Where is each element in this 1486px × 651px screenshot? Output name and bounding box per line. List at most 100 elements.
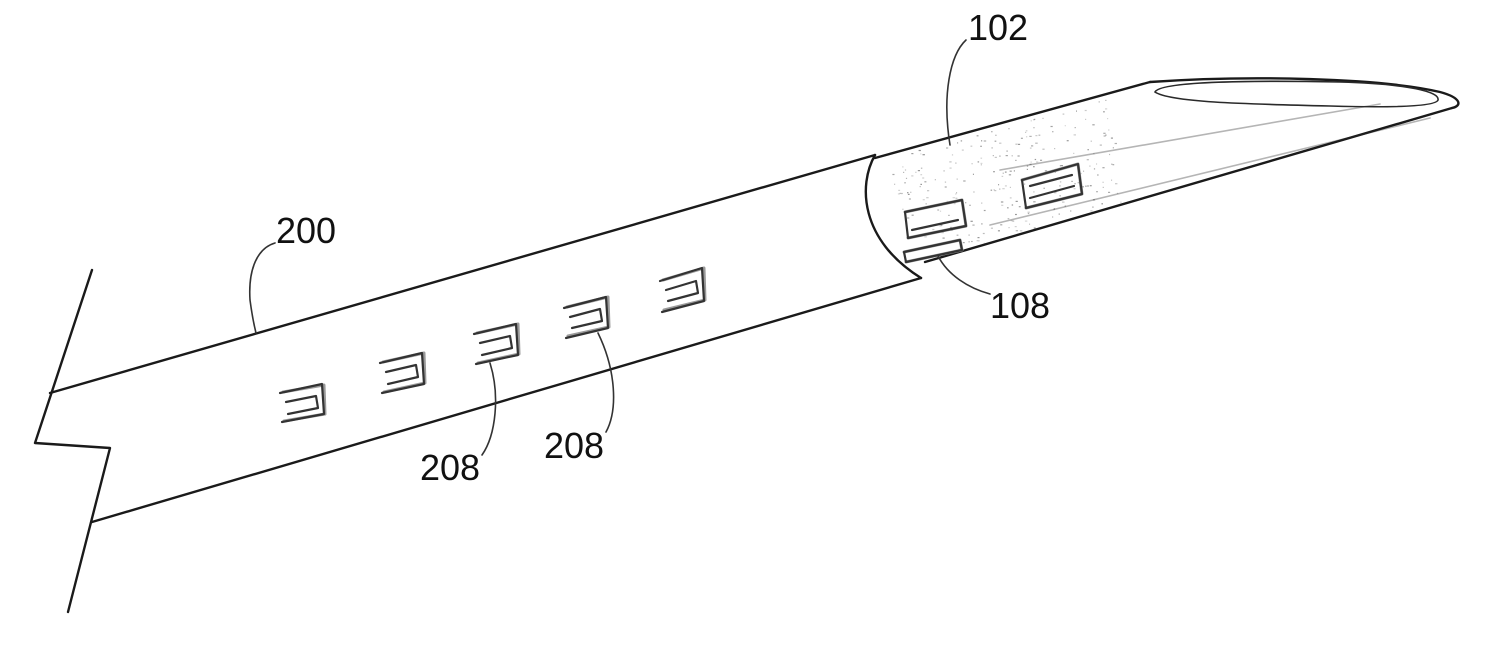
stipple-dot	[1007, 207, 1009, 208]
stipple-dot	[940, 211, 941, 212]
stipple-dot	[953, 197, 956, 198]
stipple-dot	[946, 147, 948, 148]
stipple-dot	[902, 166, 903, 167]
stipple-dot	[1018, 155, 1020, 156]
stipple-dot	[1074, 188, 1076, 189]
stipple-dot	[1092, 124, 1094, 125]
stipple-dot	[1008, 227, 1009, 228]
stipple-dot	[980, 146, 982, 147]
stipple-dot	[1107, 118, 1108, 119]
stipple-dot	[924, 181, 926, 182]
stipple-dot	[920, 174, 922, 175]
stipple-dot	[991, 190, 993, 191]
stipple-dot	[909, 198, 911, 199]
outer-sheath	[35, 155, 921, 612]
stipple-dot	[981, 164, 982, 165]
leader-208-a	[482, 363, 496, 455]
stipple-dot	[1103, 111, 1105, 112]
stipple-dot	[892, 174, 894, 175]
stipple-dot	[1039, 135, 1041, 136]
stipple-dot	[1033, 191, 1035, 192]
stipple-dot	[922, 177, 924, 178]
stipple-dot	[1105, 100, 1106, 101]
stipple-dot	[973, 191, 974, 192]
sheath-slot-1	[280, 384, 325, 422]
stipple-dot	[1014, 170, 1015, 171]
stipple-dot	[1070, 210, 1071, 211]
stipple-dot	[1076, 111, 1077, 112]
stipple-dot	[1103, 133, 1105, 134]
stipple-dot	[915, 172, 917, 173]
stipple-dot	[1111, 138, 1113, 139]
stipple-dot	[1002, 188, 1004, 189]
stipple-dot	[991, 147, 993, 148]
break-line	[35, 270, 110, 612]
stipple-dot	[1035, 143, 1038, 144]
stipple-dot	[1042, 149, 1044, 150]
stipple-dot	[998, 230, 1000, 231]
inner-tube	[875, 78, 1458, 262]
stipple-dot	[1052, 131, 1053, 132]
label-200: 200	[276, 210, 336, 251]
stipple-dot	[911, 153, 913, 154]
stipple-dot	[999, 143, 1001, 144]
stipple-dot	[912, 215, 914, 216]
stipple-dot	[961, 140, 962, 141]
stipple-dot	[949, 161, 951, 162]
stipple-dot	[1027, 169, 1028, 170]
stipple-dot	[1005, 172, 1007, 173]
stipple-dot	[983, 233, 985, 234]
stipple-dot	[1094, 168, 1095, 169]
stipple-dot	[1015, 214, 1017, 215]
leader-102	[947, 40, 966, 145]
stipple-dot	[1009, 174, 1011, 175]
stipple-dot	[1073, 153, 1074, 154]
leader-208-b	[598, 333, 614, 432]
stipple-dot	[991, 228, 993, 229]
stipple-dot	[1031, 145, 1033, 146]
stipple-dot	[1036, 161, 1038, 162]
stipple-dot	[957, 235, 959, 236]
stipple-dot	[920, 184, 922, 185]
stipple-dot	[956, 192, 957, 193]
stipple-dot	[981, 203, 982, 204]
stipple-dot	[1059, 185, 1060, 186]
stipple-dot	[1087, 185, 1089, 186]
stipple-dot	[1008, 218, 1010, 219]
stipple-dot	[1097, 174, 1099, 175]
stipple-dot	[923, 154, 925, 155]
stipple-dot	[1085, 186, 1087, 187]
stipple-dot	[1008, 128, 1010, 129]
stipple-dot	[1010, 187, 1011, 188]
stipple-dot	[1087, 149, 1089, 150]
stipple-dot	[1034, 227, 1036, 228]
stipple-dot	[1028, 212, 1030, 213]
stipple-dot	[1065, 125, 1066, 126]
stipple-dot	[1099, 101, 1101, 102]
sheath-slot-2	[380, 353, 425, 393]
stipple-dot	[1015, 160, 1016, 161]
stipple-dot	[957, 142, 958, 143]
stipple-dot	[1025, 132, 1026, 133]
stipple-dot	[1026, 136, 1027, 137]
stipple-dot	[978, 237, 980, 238]
stipple-dot	[1120, 202, 1121, 203]
stipple-dot	[926, 197, 928, 198]
stipple-dot	[1005, 185, 1007, 186]
stipple-dot	[1059, 195, 1061, 196]
stipple-dot	[971, 221, 973, 222]
stipple-dot	[991, 131, 992, 132]
stipple-dot	[1083, 171, 1084, 172]
stipple-dot	[1078, 182, 1079, 183]
stipple-dot	[1015, 144, 1017, 145]
stipple-dot	[1001, 201, 1003, 202]
stipple-dot	[927, 190, 929, 191]
stipple-dot	[1067, 140, 1069, 141]
stipple-dot	[1111, 164, 1113, 165]
stipple-dot	[1060, 181, 1061, 182]
stipple-dot	[1051, 126, 1053, 127]
stipple-dot	[1040, 160, 1042, 161]
stipple-dot	[971, 163, 972, 164]
stipple-dot	[1085, 119, 1086, 120]
